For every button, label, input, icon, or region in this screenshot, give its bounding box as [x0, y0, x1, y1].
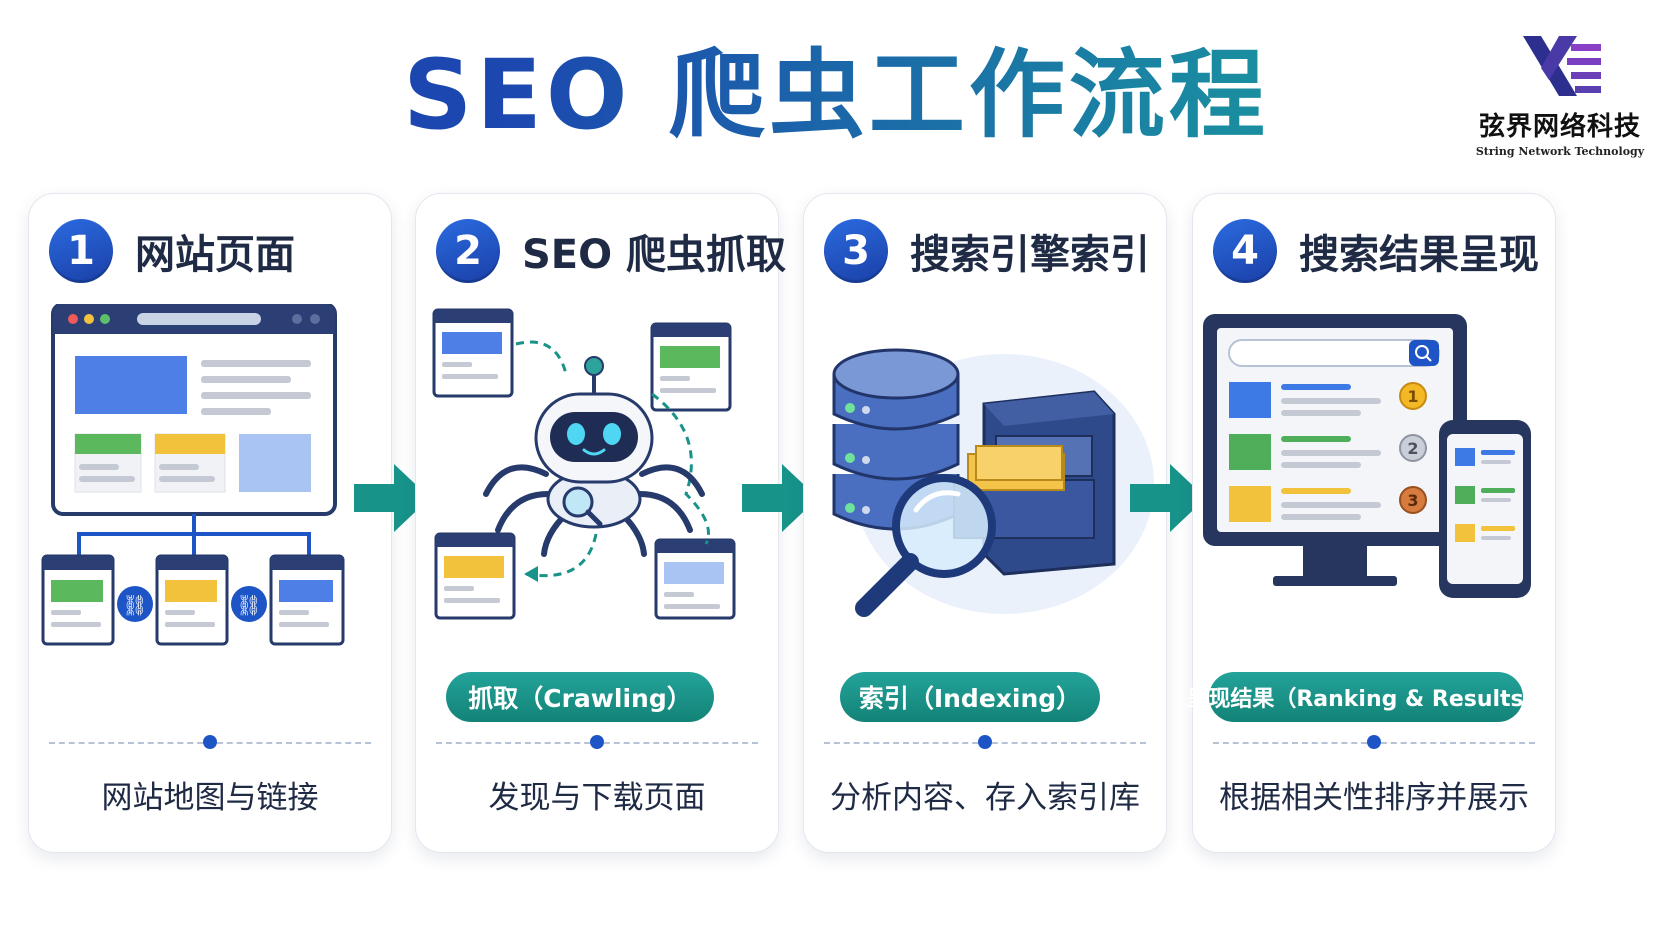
logo-mark-icon — [1523, 36, 1601, 96]
step-number-badge: 1 — [49, 219, 113, 283]
company-logo: 弦界网络科技 String Network Technology — [1460, 30, 1660, 170]
database-cabinet-magnifier-icon — [832, 348, 1154, 617]
svg-text:⛓: ⛓ — [122, 593, 147, 617]
step-tag: 呈现结果（Ranking & Results） — [1186, 672, 1546, 722]
step-tag: 抓取（Crawling） — [446, 672, 714, 722]
rank-silver-badge: 2 — [1407, 439, 1418, 458]
step-card-3: 3 搜索引擎索引 索引（Indexing） 分析内容、存入索引库 — [803, 193, 1167, 853]
logo-name-en: String Network Technology — [1475, 145, 1645, 158]
step-title: 搜索结果呈现 — [1299, 232, 1539, 278]
step-tag: 索引（Indexing） — [840, 672, 1100, 722]
search-results-ranking-icon: 1 2 3 — [1203, 314, 1531, 598]
step-title: 搜索引擎索引 — [910, 232, 1150, 278]
logo-name-cn: 弦界网络科技 — [1478, 112, 1641, 142]
rank-bronze-badge: 3 — [1407, 491, 1418, 510]
step-title: 网站页面 — [135, 232, 295, 278]
step-card-4: 4 搜索结果呈现 1 2 3 呈现结果（Ranking & Res — [1186, 193, 1556, 853]
step-description: 根据相关性排序并展示 — [1219, 780, 1529, 816]
step-description: 网站地图与链接 — [101, 780, 319, 816]
step-number-badge: 3 — [824, 219, 888, 283]
arrow-right-icon — [1130, 464, 1206, 532]
step-card-1: 1 网站页面 — [28, 193, 392, 853]
step-title: SEO 爬虫抓取 — [522, 232, 787, 278]
rank-gold-badge: 1 — [1407, 387, 1418, 406]
svg-text:⛓: ⛓ — [236, 593, 261, 617]
crawler-spider-robot-icon — [432, 308, 736, 620]
step-description: 发现与下载页面 — [488, 780, 706, 816]
step-card-2: 2 SEO 爬虫抓取 — [415, 193, 786, 853]
website-sitemap-icon: ⛓ ⛓ — [41, 304, 345, 646]
step-number-badge: 2 — [436, 219, 500, 283]
page-title: SEO 爬虫工作流程 — [0, 40, 1672, 150]
arrow-right-icon — [354, 464, 430, 532]
step-description: 分析内容、存入索引库 — [830, 780, 1140, 816]
arrow-right-icon — [742, 464, 818, 532]
step-number-badge: 4 — [1213, 219, 1277, 283]
